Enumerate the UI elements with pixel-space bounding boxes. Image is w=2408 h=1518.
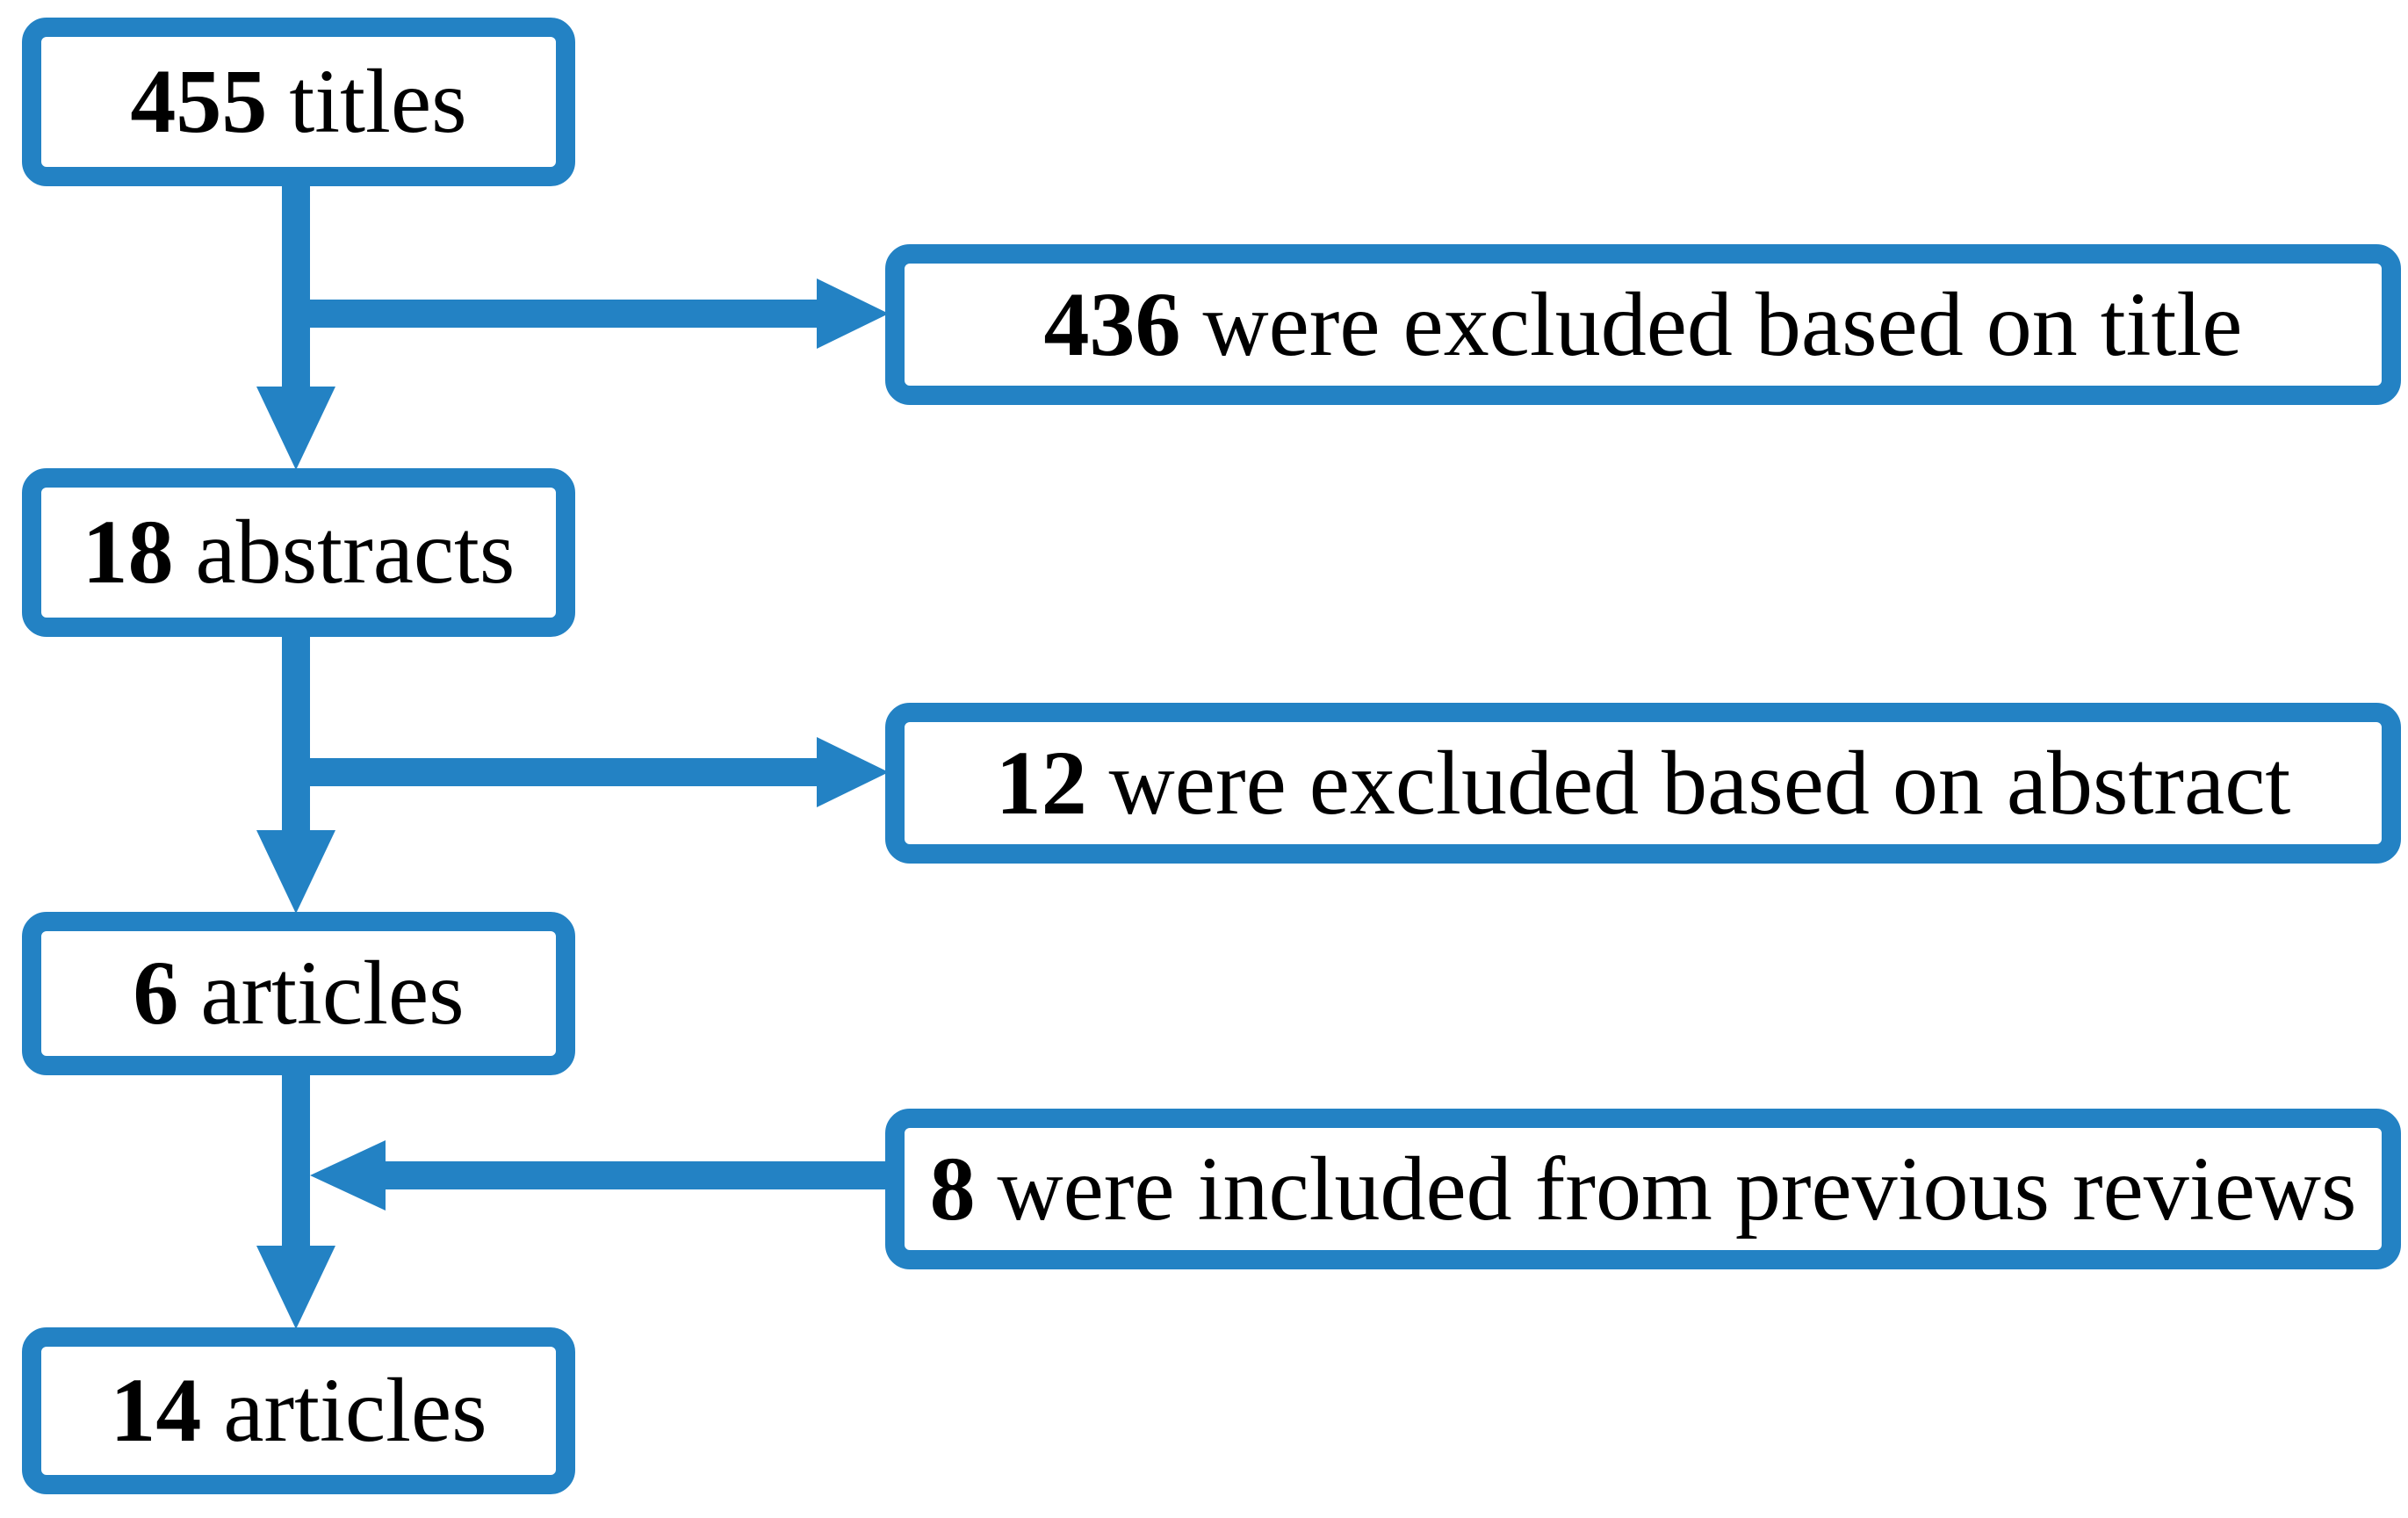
abstracts-label: abstracts (195, 502, 515, 603)
excluded-abstract-count: 12 (995, 732, 1087, 834)
connector-articles-to-final (282, 1073, 310, 1254)
articles-label: articles (200, 943, 465, 1044)
articles-count: 6 (133, 943, 179, 1044)
abstracts-count: 18 (82, 502, 174, 603)
branch-from-included-previous (384, 1161, 905, 1189)
arrowhead-left-icon (310, 1140, 386, 1211)
connector-titles-to-abstracts (282, 186, 310, 395)
arrowhead-down-icon (256, 387, 335, 470)
excluded-abstract-label: were excluded based on abstract (1108, 732, 2291, 834)
titles-count: 455 (130, 51, 268, 152)
excluded-title-count: 436 (1043, 273, 1181, 375)
excluded-title-label: were excluded based on title (1202, 273, 2243, 375)
branch-to-excluded-title (296, 300, 820, 328)
included-previous-count: 8 (929, 1138, 976, 1240)
arrowhead-down-icon (256, 1246, 335, 1329)
branch-to-excluded-abstract (296, 758, 820, 786)
final-articles-count: 14 (110, 1360, 202, 1461)
included-previous-label: were included from previous reviews (997, 1138, 2357, 1240)
connector-abstracts-to-articles (282, 634, 310, 839)
arrowhead-right-icon (817, 737, 889, 807)
final-articles-label: articles (223, 1360, 487, 1461)
arrowhead-down-icon (256, 830, 335, 914)
titles-label: titles (289, 51, 467, 152)
arrowhead-right-icon (817, 278, 889, 349)
